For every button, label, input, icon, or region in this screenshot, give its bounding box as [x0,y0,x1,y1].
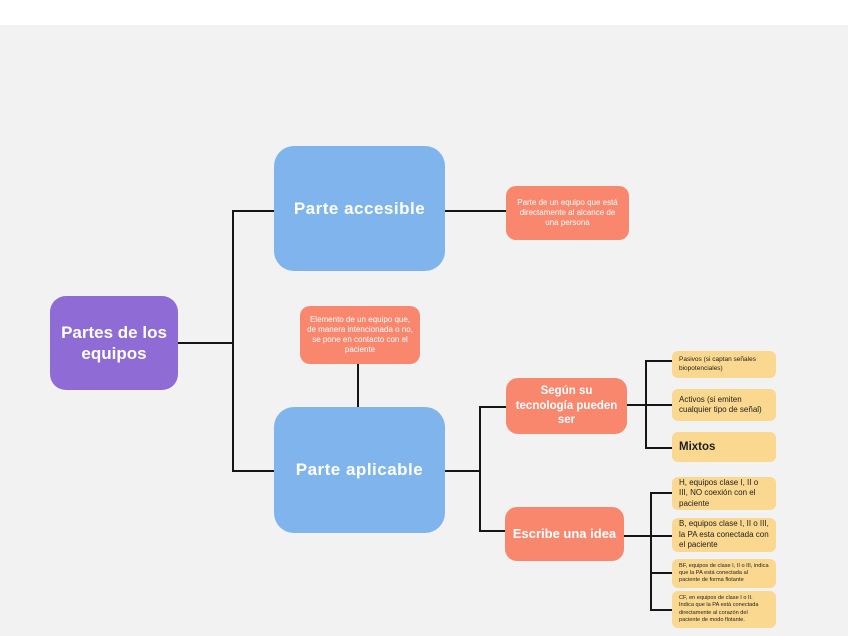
node-tipo-cf[interactable]: CF, en equipos de clase I o II. Indica q… [672,591,776,628]
node-tecnologia-label: Según su tecnología pueden ser [515,385,618,427]
node-accessible-note-label: Parte de un equipo que está directamente… [517,198,618,227]
node-tipo-cf-label: CF, en equipos de clase I o II. Indica q… [679,594,759,623]
connector-accessible-note [445,210,506,212]
node-pasivos-label: Pasivos (si captan señales biopotenciale… [679,356,756,372]
connector-to-applicable [232,470,274,472]
node-tipo-bf[interactable]: BF, equipos de clase I, II o III, indica… [672,559,776,588]
connector-technology-trunk [627,404,672,406]
node-parte-aplicable-label: Parte aplicable [295,460,424,479]
node-parte-accesible[interactable]: Parte accesible [274,146,445,271]
connector-to-cf [650,609,672,611]
connector-applicable-fork [479,406,481,532]
connector-to-h [650,492,672,494]
connector-to-idea [479,530,505,532]
node-escribe-idea[interactable]: Escribe una idea [505,507,624,561]
node-root-label: Partes de los equipos [61,322,167,363]
connector-root-trunk [178,342,232,344]
connector-to-pasivos [645,360,672,362]
node-mixtos-label: Mixtos [679,440,716,453]
connector-to-bf [650,572,672,574]
node-activos-label: Activos (si emiten cualquier tipo de señ… [679,394,762,414]
connector-technology-fork [645,360,647,449]
connector-applicable-trunk [445,470,481,472]
connector-to-accessible [232,210,274,212]
connector-idea-fork [650,492,652,611]
node-applicable-note-label: Elemento de un equipo que, de manera int… [307,315,413,354]
node-pasivos[interactable]: Pasivos (si captan señales biopotenciale… [672,351,776,378]
node-escribe-idea-label: Escribe una idea [512,525,617,541]
node-tipo-b-label: B, equipos clase I, II o III, la PA esta… [679,519,769,550]
node-accessible-note[interactable]: Parte de un equipo que está directamente… [506,186,629,240]
connector-to-mixtos [645,447,672,449]
connector-note-applicable [357,364,359,407]
top-white-bar [0,0,848,25]
node-activos[interactable]: Activos (si emiten cualquier tipo de señ… [672,389,776,421]
node-root[interactable]: Partes de los equipos [50,296,178,390]
node-mixtos[interactable]: Mixtos [672,432,776,462]
connector-to-technology [479,406,506,408]
node-tipo-h[interactable]: H, equipos clase I, II o III, NO coexión… [672,477,776,510]
connector-idea-trunk [624,535,672,537]
node-tecnologia[interactable]: Según su tecnología pueden ser [506,378,627,434]
node-tipo-bf-label: BF, equipos de clase I, II o III, indica… [679,562,769,584]
node-parte-accesible-label: Parte accesible [293,198,426,218]
node-parte-aplicable[interactable]: Parte aplicable [274,407,445,533]
node-tipo-b[interactable]: B, equipos clase I, II o III, la PA esta… [672,518,776,552]
connector-root-fork [232,210,234,472]
node-tipo-h-label: H, equipos clase I, II o III, NO coexión… [679,477,759,508]
node-applicable-note[interactable]: Elemento de un equipo que, de manera int… [300,306,420,364]
